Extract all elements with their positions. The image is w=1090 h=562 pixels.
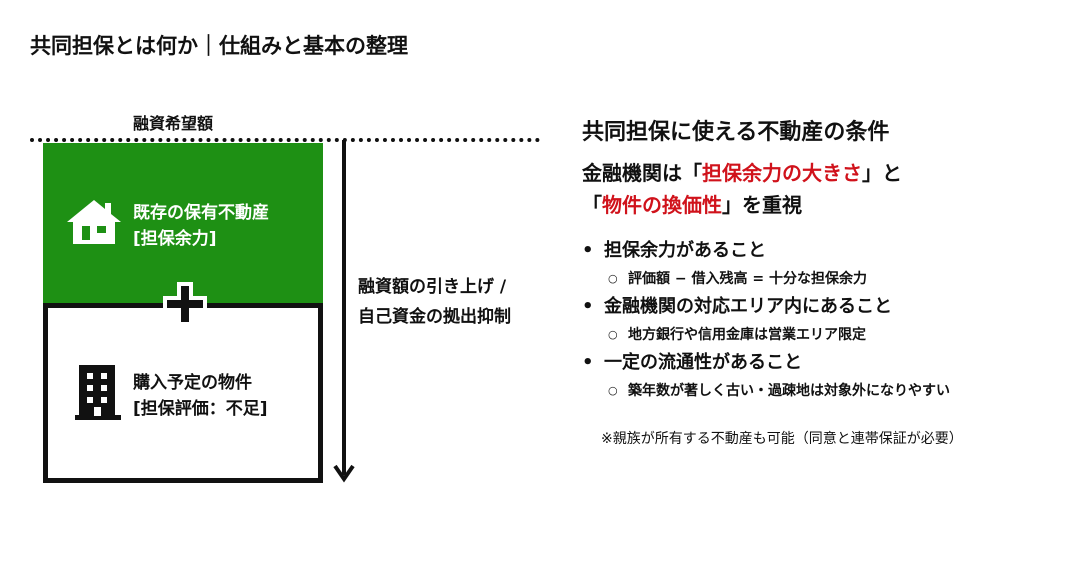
sub-text: 金融機関は「: [582, 161, 702, 185]
footnote: ※親族が所有する不動産も可能（同意と連帯保証が必要）: [601, 431, 963, 447]
existing-property-text: 既存の保有不動産 [担保余力]: [133, 200, 269, 252]
existing-property-note: [担保余力]: [133, 229, 217, 249]
arrow-label-line1: 融資額の引き上げ /: [358, 277, 507, 297]
page-title: 共同担保とは何か｜仕組みと基本の整理: [30, 34, 408, 58]
purchase-property-note: [担保評価：不足]: [133, 399, 268, 419]
purchase-property-title: 購入予定の物件: [133, 373, 252, 393]
arrow-label-line2: 自己資金の拠出抑制: [358, 307, 511, 327]
conditions-list: 担保余力があること 評価額 − 借入残高 = 十分な担保余力 金融機関の対応エリ…: [582, 236, 950, 404]
purchase-property-text: 購入予定の物件 [担保評価：不足]: [133, 370, 268, 422]
highlight-collateral-capacity: 担保余力の大きさ: [702, 161, 862, 185]
list-subitem: 地方銀行や信用金庫は営業エリア限定: [582, 322, 950, 348]
plus-icon: [163, 282, 207, 326]
loan-request-line: [30, 138, 540, 142]
conditions-subtitle: 金融機関は「担保余力の大きさ」と 「物件の換価性」を重視: [582, 157, 902, 221]
list-subitem: 評価額 − 借入残高 = 十分な担保余力: [582, 266, 950, 292]
list-item: 金融機関の対応エリア内にあること: [582, 292, 950, 322]
list-item: 担保余力があること: [582, 236, 950, 266]
building-icon: [75, 365, 121, 420]
loan-request-label: 融資希望額: [133, 114, 214, 133]
existing-property-title: 既存の保有不動産: [133, 203, 269, 223]
house-icon: [67, 200, 121, 244]
arrow-label: 融資額の引き上げ / 自己資金の拠出抑制: [358, 272, 511, 332]
sub-text: 「: [582, 193, 602, 217]
conditions-title: 共同担保に使える不動産の条件: [582, 120, 890, 145]
sub-text: 」を重視: [722, 193, 802, 217]
highlight-liquidity: 物件の換価性: [602, 193, 722, 217]
down-arrow-icon: [333, 140, 355, 483]
list-item: 一定の流通性があること: [582, 348, 950, 378]
sub-text: 」と: [862, 161, 902, 185]
list-subitem: 築年数が著しく古い・過疎地は対象外になりやすい: [582, 378, 950, 404]
